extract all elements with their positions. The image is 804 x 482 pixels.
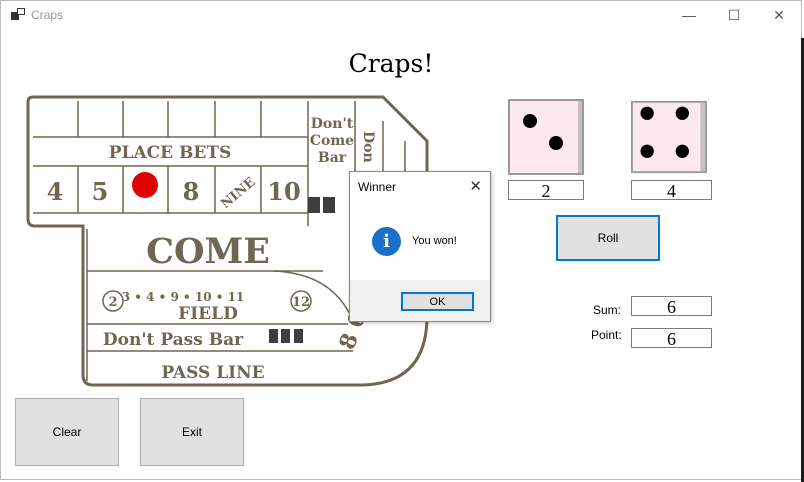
dont-come-bar-line3: Bar bbox=[318, 150, 347, 166]
info-icon: i bbox=[372, 227, 401, 256]
die-one-value: 2 bbox=[508, 180, 584, 201]
title-bar[interactable]: Craps — ☐ ✕ bbox=[1, 1, 801, 29]
close-button[interactable]: ✕ bbox=[773, 7, 785, 23]
point-value: 6 bbox=[631, 328, 712, 349]
place-number-10: 10 bbox=[267, 177, 300, 206]
die-two-value: 4 bbox=[631, 180, 712, 201]
roll-button[interactable]: Roll bbox=[556, 215, 660, 261]
clear-button[interactable]: Clear bbox=[15, 398, 119, 466]
window-title: Craps bbox=[31, 8, 64, 22]
dialog-message: You won! bbox=[412, 235, 457, 247]
place-number-5: 5 bbox=[92, 177, 109, 206]
craps-board: PLACE BETS 4 5 8 NINE 10 Don't Come Bar … bbox=[26, 95, 429, 387]
dice-icon bbox=[269, 197, 335, 343]
place-number-nine: NINE bbox=[218, 175, 258, 212]
minimize-button[interactable]: — bbox=[682, 7, 696, 23]
winner-dialog: Winner ✕ i You won! OK bbox=[349, 171, 491, 322]
dont-come-bar-line2: Come bbox=[310, 133, 354, 149]
exit-button[interactable]: Exit bbox=[140, 398, 244, 466]
dialog-title: Winner bbox=[358, 180, 397, 194]
die-one-image bbox=[508, 99, 584, 175]
sum-value: 6 bbox=[631, 296, 712, 317]
come-label: COME bbox=[146, 231, 270, 272]
dialog-close-icon[interactable]: ✕ bbox=[469, 178, 482, 195]
point-puck-icon bbox=[132, 172, 158, 198]
maximize-button[interactable]: ☐ bbox=[727, 7, 741, 23]
dont-come-bar-line1: Don't bbox=[311, 116, 354, 132]
field-numbers: 3 • 4 • 9 • 10 • 11 bbox=[122, 290, 245, 304]
place-bets-label: PLACE BETS bbox=[109, 143, 232, 163]
place-number-8: 8 bbox=[183, 177, 200, 206]
field-label: FIELD bbox=[178, 304, 238, 324]
page-title: Craps! bbox=[348, 49, 434, 78]
dont-pass-bar-label: Don't Pass Bar bbox=[103, 330, 244, 350]
dont-partial-label: Don bbox=[360, 131, 376, 163]
ok-button[interactable]: OK bbox=[401, 292, 474, 311]
die-two-image bbox=[631, 100, 707, 174]
pass-line-label: PASS LINE bbox=[161, 363, 264, 383]
dialog-footer: OK bbox=[350, 280, 490, 321]
point-label: Point: bbox=[591, 328, 622, 342]
place-number-4: 4 bbox=[47, 177, 64, 206]
field-circle-12: 12 bbox=[292, 295, 310, 310]
right-edge-bar bbox=[801, 38, 804, 482]
sum-label: Sum: bbox=[593, 303, 622, 317]
field-circle-2: 2 bbox=[108, 295, 117, 310]
app-icon bbox=[11, 8, 25, 20]
